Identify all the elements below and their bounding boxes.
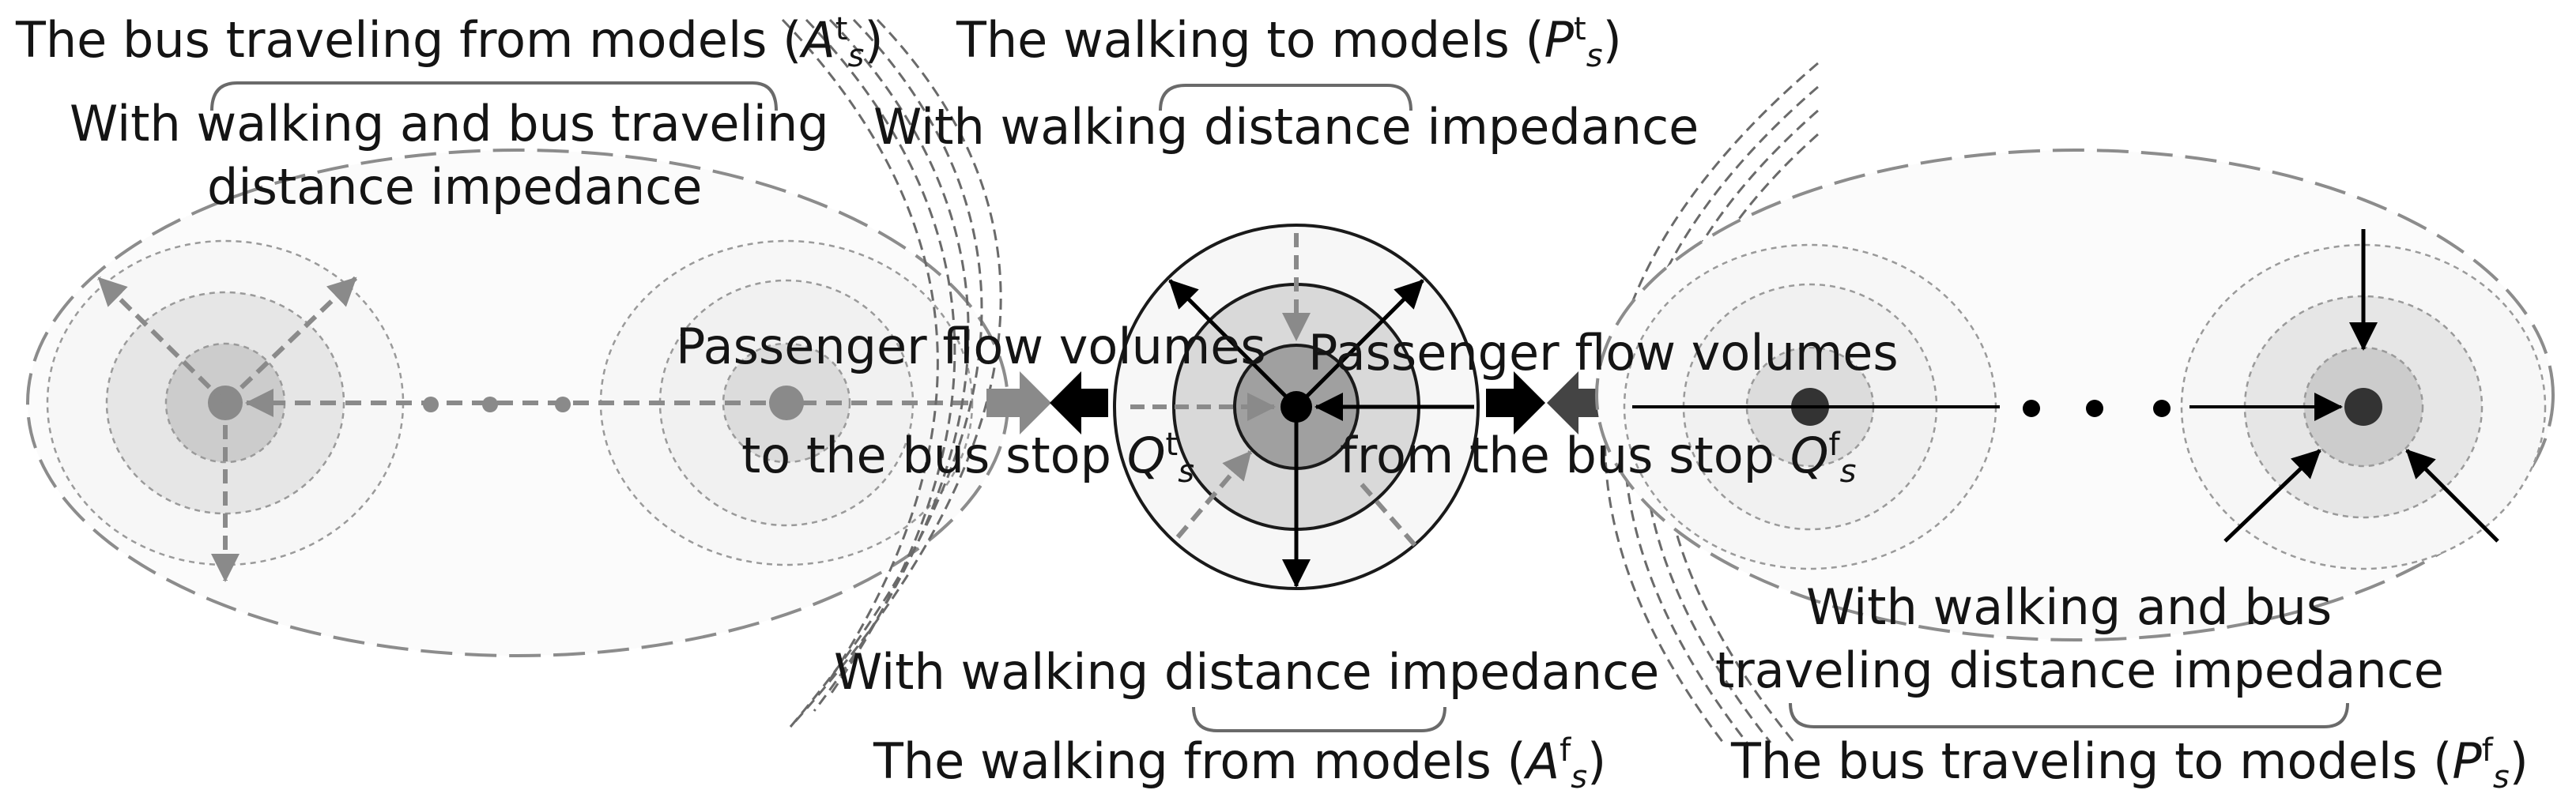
bottom-right-impedance-line-2: traveling distance impedance bbox=[1715, 641, 2444, 699]
top-left-impedance-line-1: With walking and bus traveling bbox=[70, 95, 829, 152]
bottom-right-model-label: The bus traveling to models (Pfs) bbox=[1730, 732, 2529, 796]
bottom-center-brace bbox=[1192, 706, 1446, 732]
top-center-model-label: The walking to models (Pts) bbox=[956, 11, 1622, 74]
bottom-right-brace bbox=[1789, 702, 2349, 728]
right-ellipsis-dots bbox=[2023, 400, 2171, 417]
black-flow-arrow-left bbox=[1050, 371, 1108, 434]
bottom-center-impedance-label: With walking distance impedance bbox=[834, 643, 1659, 701]
flow-to-line-1: Passenger flow volumes bbox=[676, 318, 1266, 375]
left-far-node bbox=[46, 239, 405, 582]
left-arc-fan bbox=[781, 18, 1002, 728]
bus-stop bbox=[1113, 224, 1480, 590]
black-flow-arrow-right bbox=[1486, 371, 1545, 434]
right-zone bbox=[1595, 149, 2555, 641]
top-left-brace bbox=[210, 81, 778, 111]
dark-flow-arrow bbox=[1547, 371, 1605, 434]
top-left-model-label: The bus traveling from models (Ats) bbox=[15, 11, 884, 74]
gray-flow-arrow bbox=[986, 371, 1051, 434]
flow-from-line-1: Passenger flow volumes bbox=[1308, 324, 1899, 382]
top-center-brace bbox=[1159, 84, 1412, 111]
top-center-impedance-label: With walking distance impedance bbox=[873, 98, 1699, 156]
flow-to-line-2: to the bus stop Qts bbox=[741, 427, 1194, 490]
block-arrows bbox=[986, 371, 1605, 434]
braces bbox=[210, 81, 2349, 732]
bottom-center-model-label: The walking from models (Afs) bbox=[873, 732, 1606, 796]
right-far-node bbox=[2180, 229, 2547, 570]
top-left-impedance-line-2: distance impedance bbox=[207, 158, 702, 216]
left-zone bbox=[26, 149, 1009, 657]
bottom-right-impedance-line-1: With walking and bus bbox=[1806, 578, 2332, 636]
flow-from-line-2: from the bus stop Qfs bbox=[1340, 427, 1856, 490]
